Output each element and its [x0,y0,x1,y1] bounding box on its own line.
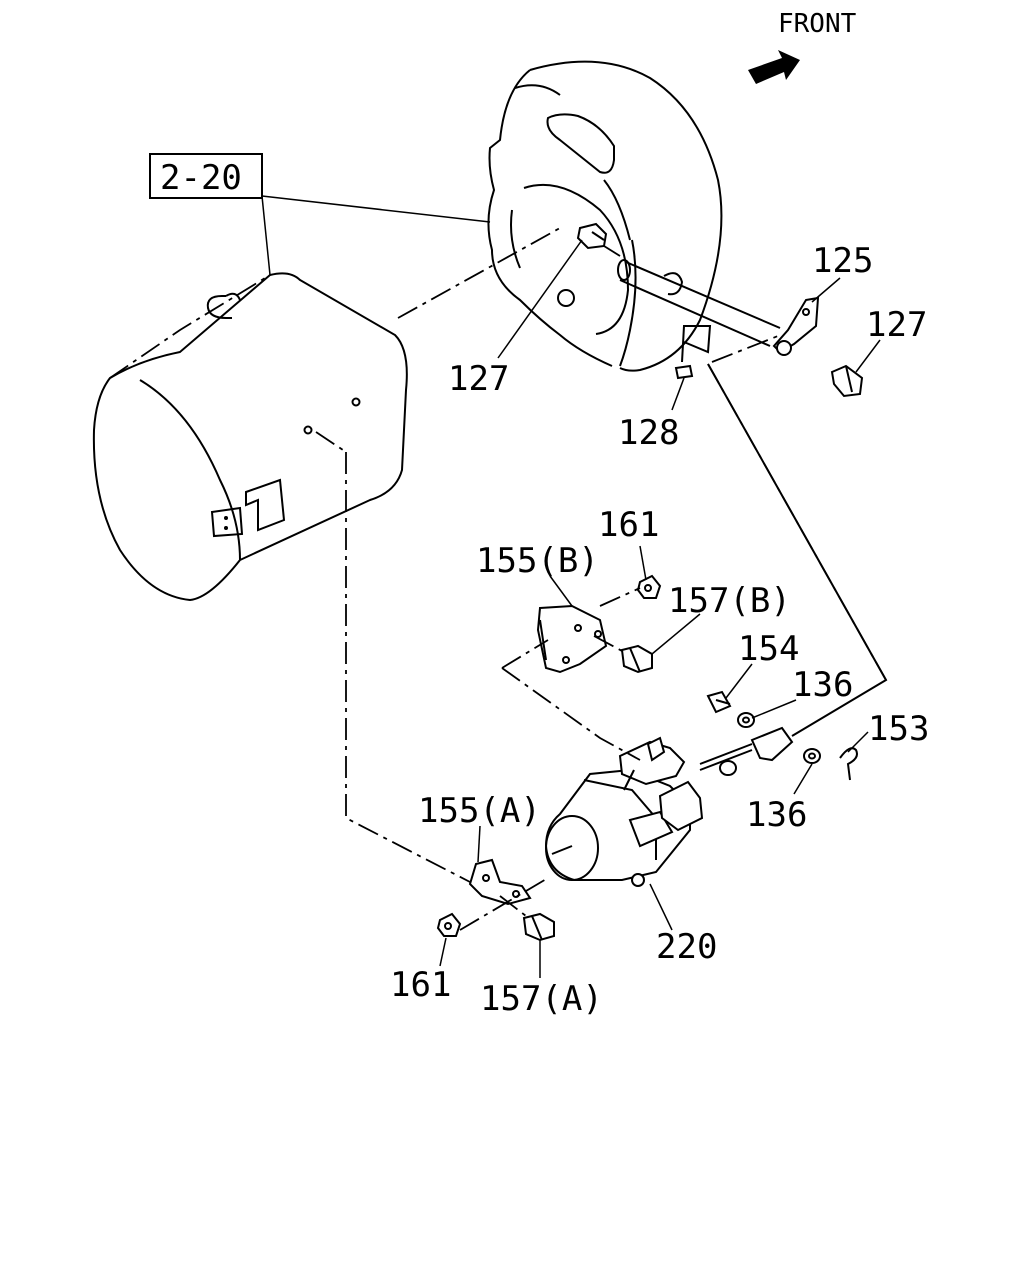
callout-161-top: 161 [598,505,659,545]
callout-153: 153 [868,709,929,749]
callout-127-right: 127 [866,305,927,345]
plug-127-right [830,364,864,398]
bell-housing [487,60,723,372]
callout-127-left: 127 [448,359,509,399]
bracket-155b [536,604,608,674]
callout-136-bottom: 136 [746,795,807,835]
pin-128 [674,325,712,380]
front-arrow-icon [748,50,800,84]
callout-labels: 127 125 127 128 161 155(B) 157(B) 154 13… [390,241,929,1019]
callout-154: 154 [738,629,799,669]
connection-lines [315,227,888,931]
callout-220: 220 [656,927,717,967]
callout-125: 125 [812,241,873,281]
reference-label: 2-20 [160,158,242,198]
callout-128: 128 [618,413,679,453]
front-indicator: FRONT [748,9,857,84]
front-label: FRONT [778,9,857,39]
leader-lines [439,239,881,978]
callout-155b: 155(B) [476,541,599,581]
callout-136-top: 136 [792,665,853,705]
shaft-rod [617,259,781,347]
bolt-157b [620,644,653,674]
reference-box: 2-20 [149,153,491,276]
callout-157b: 157(B) [668,581,791,621]
washer-136-top [737,712,755,728]
callout-157a: 157(A) [480,979,603,1019]
nut-161-top [636,574,662,599]
nut-161-bottom [436,912,462,937]
lever-125 [772,296,820,356]
air-tank [92,272,408,602]
callout-161-bottom: 161 [390,965,451,1005]
bracket-155a [468,858,532,906]
callout-155a: 155(A) [418,791,541,831]
bolt-154 [706,690,732,714]
bolt-157a [522,912,555,942]
fitting-127-left [576,222,608,250]
clevis-rod [699,726,858,781]
clutch-booster-220 [544,736,704,887]
